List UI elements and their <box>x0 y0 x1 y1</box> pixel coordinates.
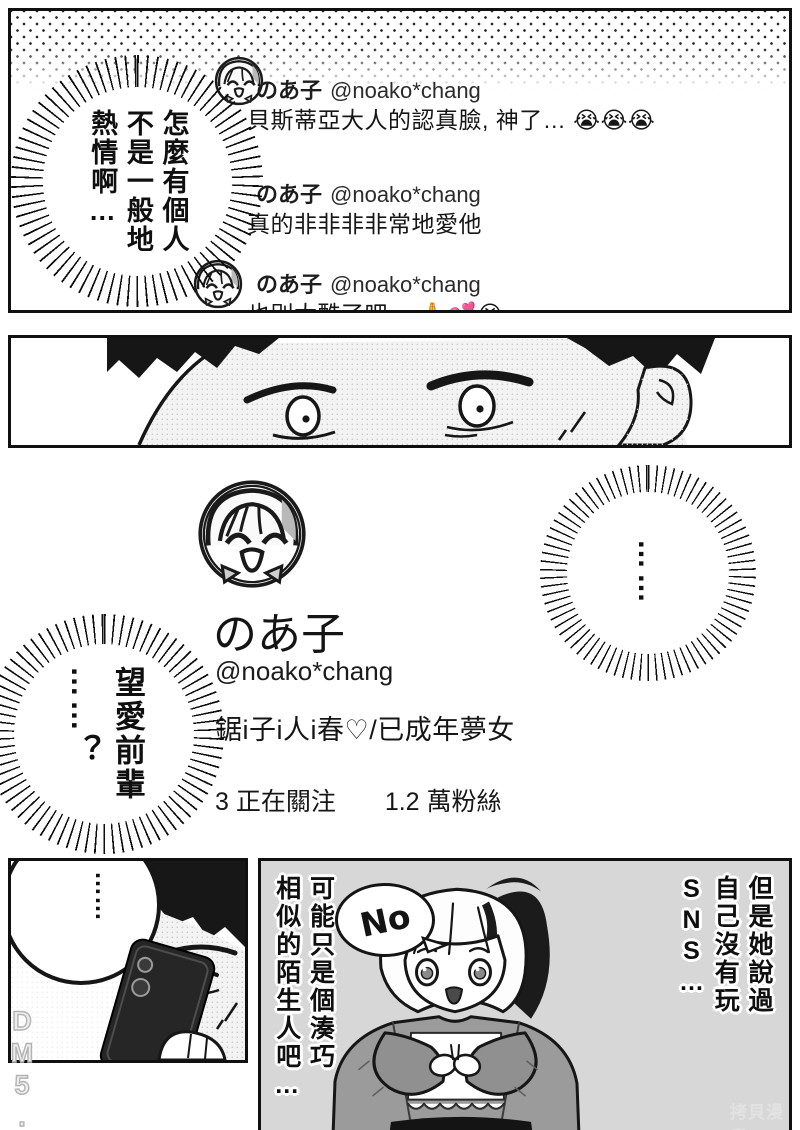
burst-bubble-senpai: 望愛前輩 ……？ <box>0 614 224 854</box>
tweet-handle: @noako*chang <box>330 182 481 207</box>
pray-heart-cry-emoji-icons: 🙏💕😭 <box>418 301 504 310</box>
tweet-author: のあ子 @noako*chang <box>256 267 481 299</box>
tweet-handle: @noako*chang <box>330 272 481 297</box>
panel-man-phone: …… <box>8 858 248 1063</box>
tweet-handle: @noako*chang <box>330 78 481 103</box>
panel-girl-no: 但是她說過 自己沒有玩 SNS… 可能只是個湊巧 相似的陌生人吧… No <box>258 858 792 1130</box>
bubble-line: 望愛前輩 <box>109 666 145 802</box>
bubble-line: 怎麼有個人 <box>158 108 189 254</box>
ellipsis-dots: …… <box>90 871 118 921</box>
profile-stats: 3 正在關注 1.2 萬粉絲 <box>215 782 502 818</box>
man-phone-drawing <box>11 861 245 1060</box>
watermark-dm5: DM5.com <box>6 1005 37 1130</box>
narration-line: 自己沒有玩 <box>711 875 740 1015</box>
thought-dots: …… <box>89 871 118 921</box>
watermark-copymanga: 拷貝漫畫 <box>730 1103 784 1130</box>
profile-bio: 鋸i子i人i春♡/已成年夢女 <box>215 715 515 745</box>
narration-line: SNS… <box>677 875 706 999</box>
narration-left: 可能只是個湊巧 相似的陌生人吧… <box>269 875 337 1102</box>
tweet-text: 貝斯蒂亞大人的認真臉, 神了… <box>247 107 567 133</box>
narration-line: 相似的陌生人吧… <box>272 875 301 1102</box>
narration-line: 可能只是個湊巧 <box>306 875 335 1071</box>
tweet-body: 貝斯蒂亞大人的認真臉, 神了… 😭😭😭 <box>247 101 655 135</box>
panel-eyes-closeup <box>8 335 792 448</box>
bubble-line: 不是一般地 <box>122 108 153 254</box>
bubble-line: 熱情啊… <box>87 108 118 228</box>
tweet-display-name: のあ子 <box>256 272 323 297</box>
narration-line: 但是她說過 <box>745 875 773 1015</box>
ellipsis-dots: …… <box>632 539 665 607</box>
tweet-body: 真的非非非非常地愛他 <box>247 205 482 239</box>
no-text: No <box>356 895 414 945</box>
tweet-display-name: のあ子 <box>256 78 323 103</box>
tweet-display-name: のあ子 <box>256 182 323 207</box>
speech-bubble-no: No <box>335 883 435 957</box>
panel-sns-feed: のあ子 @noako*chang 貝斯蒂亞大人的認真臉, 神了… 😭😭😭 のあ子 @… <box>8 8 792 313</box>
profile-handle: @noako*chang <box>215 656 394 686</box>
man-eyes-drawing <box>107 338 715 445</box>
bubble-line: ……？ <box>65 666 100 768</box>
tweet-text: 真的非非非非常地愛他 <box>247 211 482 237</box>
profile-display-name: のあ子 <box>213 610 345 659</box>
tweet-text: 也別太酷了吧… <box>247 301 412 310</box>
tweet-author: のあ子 @noako*chang <box>256 177 481 209</box>
burst-bubble-hot-fan: 怎麼有個人 不是一般地 熱情啊… <box>11 55 263 307</box>
following-count: 3 正在關注 <box>215 788 336 816</box>
speech-bubble-tail <box>421 936 449 954</box>
crying-emoji-icons: 😭😭😭 <box>573 107 656 133</box>
burst-bubble-silence: …… <box>540 465 756 681</box>
tweet-body: 也別太酷了吧… 🙏💕😭 <box>247 295 504 310</box>
followers-count: 1.2 萬粉絲 <box>384 788 502 816</box>
tweet-author: のあ子 @noako*chang <box>256 73 481 105</box>
narration-right: 但是她說過 自己沒有玩 SNS… <box>674 875 775 1015</box>
profile-avatar-icon <box>198 480 306 588</box>
